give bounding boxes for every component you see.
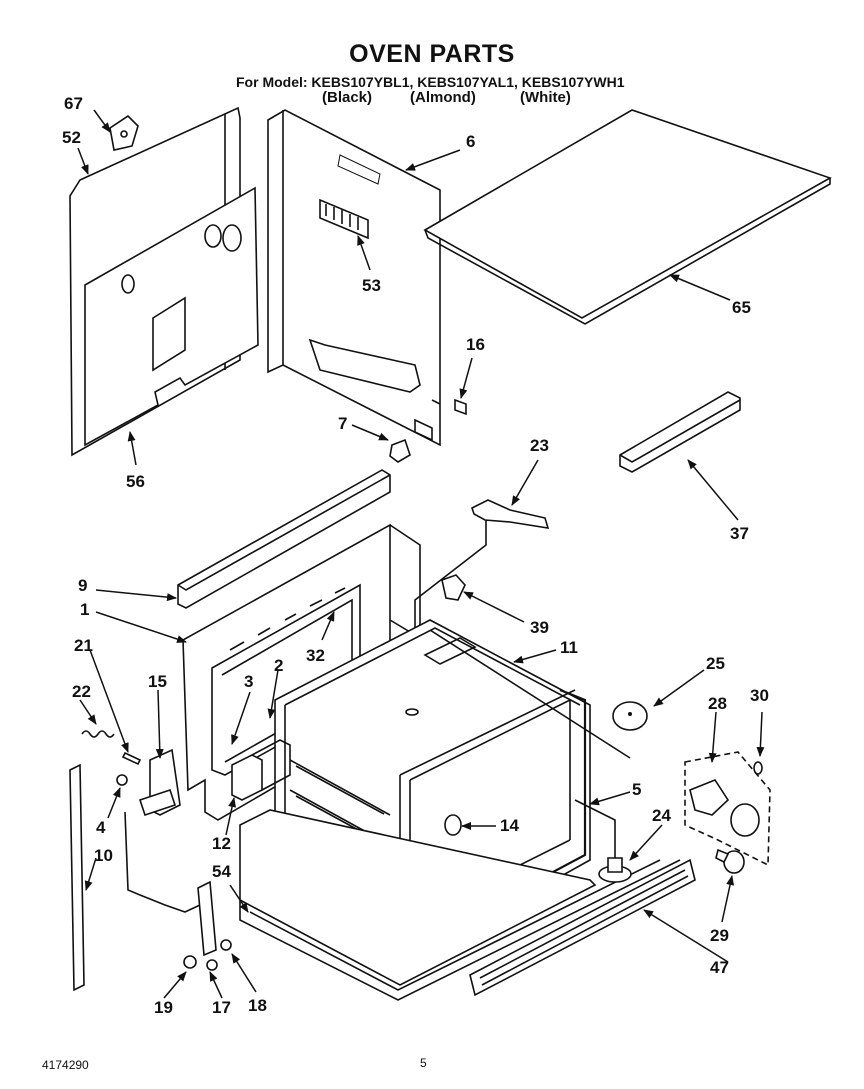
callout-30: 30 bbox=[750, 686, 769, 705]
callout-67: 67 bbox=[64, 94, 83, 113]
callout-18: 18 bbox=[248, 996, 267, 1015]
side-panel-part bbox=[69, 106, 259, 457]
strip-10-part bbox=[69, 763, 85, 992]
bracket-67-part bbox=[109, 114, 139, 151]
callout-14: 14 bbox=[500, 816, 519, 835]
callout-10: 10 bbox=[94, 846, 113, 865]
color-almond: (Almond) bbox=[410, 89, 476, 106]
model-list: For Model: KEBS107YBL1, KEBS107YAL1, KEB… bbox=[236, 74, 625, 90]
pin-21-part bbox=[121, 751, 142, 766]
spring-22-part bbox=[81, 730, 115, 738]
document-number: 4174290 bbox=[42, 1058, 89, 1072]
callout-25: 25 bbox=[706, 654, 725, 673]
callout-17: 17 bbox=[212, 998, 231, 1017]
callout-53: 53 bbox=[362, 276, 381, 295]
callout-19: 19 bbox=[154, 998, 173, 1017]
callout-32: 32 bbox=[306, 646, 325, 665]
knob-assembly-part bbox=[684, 751, 771, 867]
callout-29: 29 bbox=[710, 926, 729, 945]
cap-25-part bbox=[429, 629, 648, 759]
callout-5: 5 bbox=[632, 780, 642, 799]
vent-grille-part bbox=[469, 858, 696, 997]
callout-23: 23 bbox=[530, 436, 549, 455]
hinge-bracket-part bbox=[124, 811, 232, 971]
rail-37-part bbox=[619, 391, 741, 473]
callout-4: 4 bbox=[96, 818, 106, 837]
color-black: (Black) bbox=[322, 89, 373, 106]
frame-bar-9-part bbox=[177, 469, 391, 609]
callout-3: 3 bbox=[244, 672, 254, 691]
callout-1: 1 bbox=[80, 600, 90, 619]
callout-54: 54 bbox=[212, 862, 231, 881]
color-white: (White) bbox=[520, 89, 571, 106]
callout-52: 52 bbox=[62, 128, 81, 147]
callout-28: 28 bbox=[708, 694, 727, 713]
callout-9: 9 bbox=[78, 576, 88, 595]
callout-22: 22 bbox=[72, 682, 91, 701]
clip-16-part bbox=[454, 398, 467, 416]
callout-24: 24 bbox=[652, 806, 671, 825]
callout-39: 39 bbox=[530, 618, 549, 637]
page-title: OVEN PARTS bbox=[349, 40, 515, 68]
callout-21: 21 bbox=[74, 636, 93, 655]
callout-56: 56 bbox=[126, 472, 145, 491]
callout-37: 37 bbox=[730, 524, 749, 543]
callout-12: 12 bbox=[212, 834, 231, 853]
page-number: 5 bbox=[420, 1056, 427, 1070]
clip-7-part bbox=[389, 438, 411, 463]
rear-panel-part bbox=[267, 109, 441, 447]
callout-2: 2 bbox=[274, 656, 284, 675]
lens-14-part bbox=[444, 814, 462, 836]
callout-7: 7 bbox=[338, 414, 348, 433]
callout-15: 15 bbox=[148, 672, 167, 691]
callout-16: 16 bbox=[466, 335, 485, 354]
gasket-32-part bbox=[229, 587, 346, 651]
probe-39-part bbox=[441, 574, 466, 601]
callout-65: 65 bbox=[732, 298, 751, 317]
callout-47: 47 bbox=[710, 958, 729, 977]
top-panel-part bbox=[423, 109, 832, 319]
callout-6: 6 bbox=[466, 132, 476, 151]
washer-4-part bbox=[116, 774, 128, 786]
callout-11: 11 bbox=[560, 638, 578, 657]
nozzle-24-part bbox=[574, 799, 632, 883]
bulb-29-part bbox=[715, 848, 745, 874]
